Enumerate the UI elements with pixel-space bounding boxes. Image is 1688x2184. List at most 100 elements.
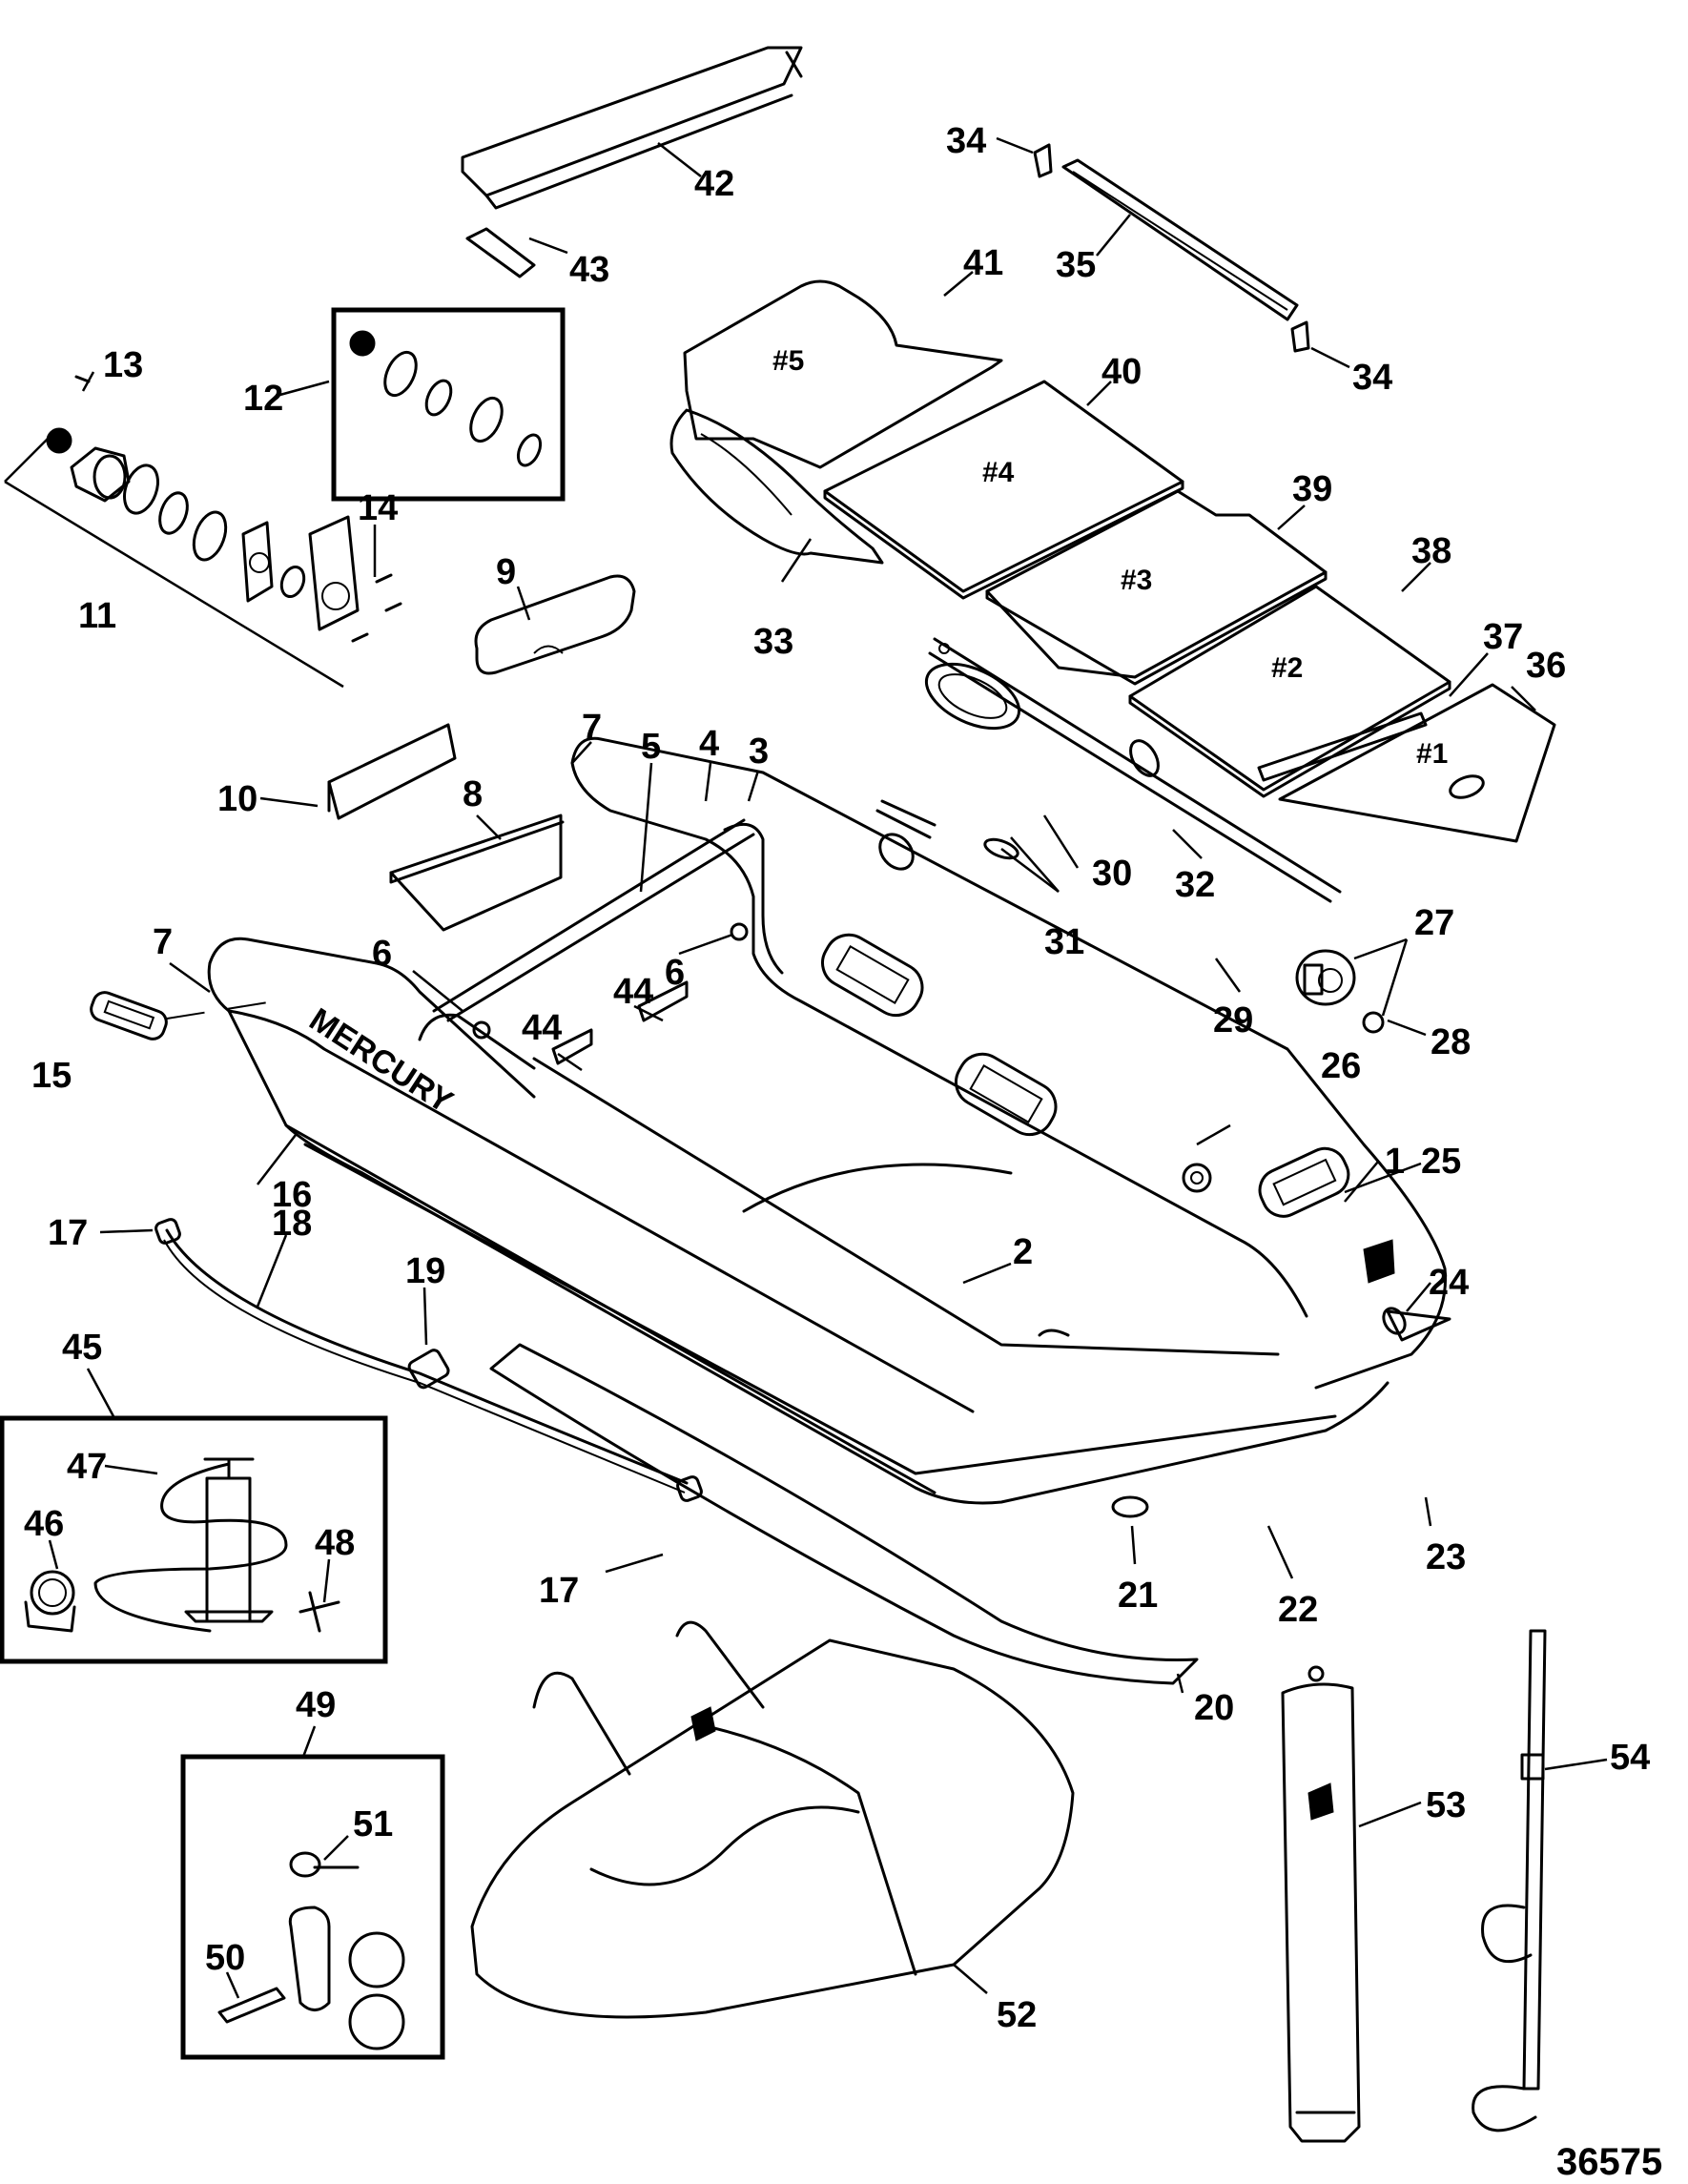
part-1-boat-hull [207,736,1448,1505]
part-53-oar-bag [1281,1665,1361,2143]
callout-10: 10 [217,779,257,819]
part-31-pin [875,799,1019,871]
callout-6b: 6 [665,953,685,993]
callout-2: 2 [1013,1232,1033,1272]
part-19-rope-clip [407,1349,450,1390]
seat-label-2: #2 [1271,652,1303,684]
callout-31: 31 [1044,922,1084,962]
part-54-strap [1472,1629,1547,2132]
part-38-seat-2: #2 [1128,585,1451,798]
callout-8: 8 [463,774,483,814]
callout-21: 21 [1118,1576,1158,1616]
part-8-panel [389,814,565,932]
part-35-rail [1061,158,1299,321]
callout-20: 20 [1194,1688,1234,1728]
part-26-valve [1182,1163,1212,1193]
part-14-screws [351,573,402,643]
callout-44b: 44 [522,1008,562,1048]
callout-32: 32 [1175,865,1215,905]
callout-53: 53 [1426,1785,1466,1825]
seat-label-1: #1 [1416,738,1448,770]
part-2-floor [1038,1329,1070,1337]
callout-44: 44 [613,972,653,1012]
seat-label-4: #4 [982,457,1015,488]
callout-13: 13 [103,345,143,385]
callout-51: 51 [353,1804,393,1844]
part-27-valve [1295,949,1356,1006]
callout-30: 30 [1092,854,1132,894]
callout-15: 15 [31,1056,72,1096]
callout-23: 23 [1426,1537,1466,1577]
part-25-handle-patch [1258,1146,1350,1218]
part-37-strip [1257,711,1428,782]
callout-12: 12 [243,379,283,419]
callout-29: 29 [1213,1000,1253,1040]
part-9-handle [474,574,636,675]
callout-14: 14 [358,488,398,528]
callout-17b: 17 [539,1571,579,1611]
callout-7: 7 [582,708,602,748]
callout-24: 24 [1429,1263,1469,1303]
part-12-valve-kit [331,307,566,502]
callout-34b: 34 [1352,358,1392,398]
leader-lines [48,136,1608,1999]
part-18-rope [163,1228,689,1494]
callout-46: 46 [24,1504,64,1544]
seat-label-5: #5 [772,345,804,377]
callout-45: 45 [62,1328,102,1368]
callout-26: 26 [1321,1046,1361,1086]
callout-36: 36 [1526,646,1566,686]
part-15-patch [90,991,287,1040]
callout-5: 5 [641,727,661,767]
callout-16: 16 [272,1175,312,1215]
callout-9: 9 [496,552,516,592]
callout-6: 6 [372,934,392,974]
callout-52: 52 [997,1995,1037,2035]
part-10-clip [327,723,457,820]
callout-38: 38 [1411,531,1451,571]
callout-39: 39 [1292,469,1332,509]
part-32-oar-shaft [928,637,1342,903]
callout-18: 18 [272,1204,312,1244]
callout-7b: 7 [153,922,173,962]
part-44-pad [551,980,689,1065]
part-13-screw [74,375,91,383]
part-28-cap [1362,1011,1385,1034]
callout-25: 25 [1421,1142,1461,1182]
callout-49: 49 [296,1685,336,1725]
part-41-seat-5: #5 [683,279,1003,469]
callout-48: 48 [315,1523,355,1563]
part-39-seat-3: #3 [985,489,1328,686]
callout-28: 28 [1431,1022,1471,1062]
part-24-logo [1363,1239,1395,1284]
part-34-clip [1033,143,1310,353]
callout-42: 42 [694,164,734,204]
callout-47: 47 [67,1447,107,1487]
callout-43: 43 [569,250,609,290]
callout-22: 22 [1278,1590,1318,1630]
part-36-bow-seat: #1 [1278,683,1556,843]
callout-37: 37 [1483,617,1523,657]
callout-34: 34 [946,121,986,161]
part-49-repair-kit [180,1754,445,2060]
callout-11: 11 [78,596,116,636]
callout-19: 19 [405,1251,445,1291]
callout-1: 1 [1385,1142,1405,1182]
part-52-bag [470,1620,1075,2019]
part-43-bracket [465,227,536,278]
callout-17: 17 [48,1213,88,1253]
part-20-keel-strip [489,1343,1199,1685]
callout-40: 40 [1101,352,1142,392]
part-23-towing-eye [1382,1307,1451,1342]
part-40-seat-4: #4 [823,380,1184,600]
callout-41: 41 [963,243,1003,283]
part-21-d-ring [1111,1495,1149,1518]
callout-50: 50 [205,1938,245,1978]
callout-27: 27 [1414,903,1454,943]
callout-3: 3 [749,731,769,772]
part-11-valve-assembly [4,427,360,689]
part-42-transom-board [461,46,803,210]
callout-labels: 1 2 3 4 5 6 6 7 7 8 9 10 11 12 13 14 15 … [24,121,1650,2035]
callout-33: 33 [753,622,793,662]
